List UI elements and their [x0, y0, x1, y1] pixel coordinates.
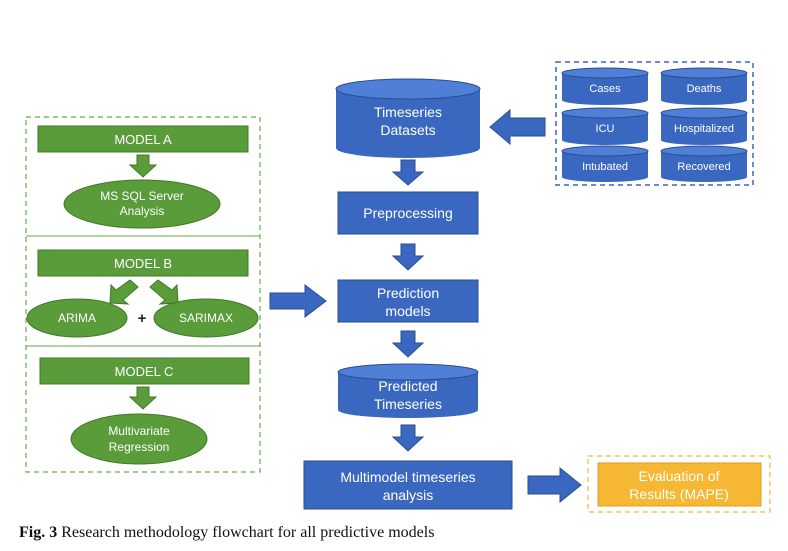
model-a-header: [37, 125, 249, 153]
model-c-method-line2: Regression: [109, 440, 170, 454]
predicted-timeseries-line2: Timeseries: [374, 396, 442, 412]
source-cylinder-intubated: Intubated: [561, 145, 649, 182]
source-cylinder-icu: ICU: [561, 107, 649, 145]
source-label-intubated: Intubated: [582, 161, 628, 173]
model-a-method-ellipse: [63, 179, 221, 229]
source-cylinder-deaths: Deaths: [660, 67, 748, 105]
multimodel-analysis-line1: Multimodel timeseries: [340, 469, 475, 485]
preprocessing-box: [337, 191, 479, 235]
source-cylinder-hospitalized: Hospitalized: [660, 107, 748, 145]
evaluation-box: [597, 462, 762, 507]
multimodel-analysis-box: [303, 460, 513, 510]
model-b-arima-ellipse: [26, 298, 128, 338]
model-a-title: MODEL A: [114, 132, 172, 147]
model-a-method-line1: MS SQL Server: [100, 189, 184, 203]
model-b-arrow-right: [149, 279, 179, 305]
timeseries-datasets-line2: Datasets: [380, 122, 435, 138]
multimodel-analysis-line2: analysis: [383, 487, 434, 503]
arrow-predicted-to-multimodel: [391, 424, 425, 452]
model-b-title: MODEL B: [114, 256, 172, 271]
preprocessing-label: Preprocessing: [363, 205, 453, 221]
arrow-sources-to-datasets: [489, 108, 546, 146]
arrow-preprocessing-to-prediction: [391, 243, 425, 271]
model-b-arima-label: ARIMA: [58, 311, 96, 325]
source-cylinder-cases: Cases: [561, 67, 649, 105]
prediction-models-line2: models: [385, 303, 430, 319]
model-c-method-ellipse: [70, 413, 208, 465]
predicted-timeseries-line1: Predicted: [378, 378, 437, 394]
model-b-sarimax-ellipse: [153, 298, 259, 338]
model-b-header: [37, 249, 249, 277]
arrow-datasets-to-preprocessing: [391, 159, 425, 186]
arrow-prediction-to-predicted: [391, 330, 425, 358]
model-a-method-line2: Analysis: [120, 204, 165, 218]
evaluation-outer-border: [587, 455, 771, 513]
evaluation-line1: Evaluation of: [639, 468, 720, 484]
model-b-sarimax-label: SARIMAX: [179, 311, 233, 325]
prediction-models-box: [337, 279, 479, 323]
source-label-hospitalized: Hospitalized: [674, 123, 734, 135]
timeseries-datasets-line1: Timeseries: [374, 104, 442, 120]
source-label-recovered: Recovered: [677, 161, 730, 173]
models-panel: [25, 116, 261, 473]
source-label-deaths: Deaths: [687, 83, 722, 95]
predicted-timeseries-cylinder: Predicted Timeseries: [337, 363, 479, 418]
data-sources-panel: [555, 61, 754, 186]
arrow-models-to-prediction: [269, 283, 327, 319]
arrow-multimodel-to-evaluation: [527, 466, 582, 504]
prediction-models-line1: Prediction: [377, 285, 439, 301]
figure-caption: Fig. 3 Research methodology flowchart fo…: [19, 524, 434, 542]
source-label-icu: ICU: [596, 123, 615, 135]
caption-text: Research methodology flowchart for all p…: [57, 524, 435, 541]
model-b-plus-sign: +: [138, 310, 147, 327]
model-c-header: [39, 357, 250, 385]
evaluation-line2: Results (MAPE): [629, 486, 729, 502]
source-label-cases: Cases: [589, 83, 621, 95]
model-a-arrow: [128, 154, 158, 178]
model-b-arrow-left: [109, 279, 139, 305]
source-cylinder-recovered: Recovered: [660, 145, 748, 182]
model-c-arrow: [128, 386, 158, 410]
caption-label: Fig. 3: [19, 524, 58, 541]
model-c-method-line1: Multivariate: [108, 424, 170, 438]
model-c-title: MODEL C: [115, 364, 174, 379]
timeseries-datasets-cylinder: Timeseries Datasets: [335, 78, 481, 158]
